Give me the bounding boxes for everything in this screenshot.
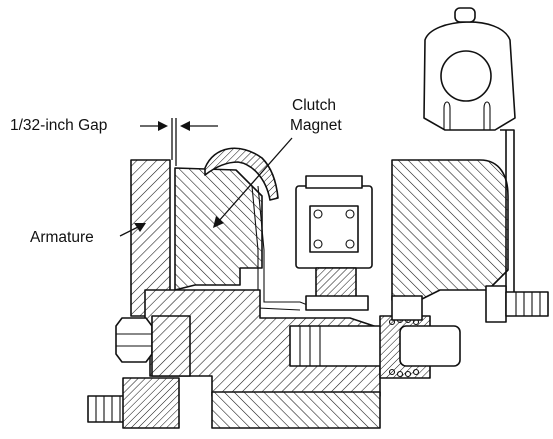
cap-tabs <box>443 101 491 130</box>
screw-icon <box>313 209 323 219</box>
shaft-sleeve <box>399 325 461 367</box>
right-bolt-shank <box>505 291 549 317</box>
center-shaft <box>289 325 383 367</box>
center-shaft-threads <box>299 326 321 366</box>
armature-label: Armature <box>30 229 94 246</box>
connector-plate <box>309 205 359 253</box>
coil-lead-wire-2 <box>251 185 301 311</box>
magnet-coil-cover <box>204 147 279 201</box>
cap-knob <box>454 7 476 23</box>
clutch-magnet-body <box>174 167 263 291</box>
gap-arrowhead-left <box>158 121 168 131</box>
clutch-magnet-arrowhead <box>213 216 224 228</box>
lower-left-bolt-head <box>122 377 180 429</box>
cap-window <box>440 50 492 102</box>
right-bolt-head <box>485 285 507 323</box>
left-nut <box>115 317 153 363</box>
connector-flange <box>305 295 369 311</box>
gap-arrowhead-right <box>180 121 190 131</box>
top-right-cap <box>423 21 516 131</box>
connector-box-top <box>305 175 363 189</box>
screw-icon <box>345 239 355 249</box>
gap-label: 1/32-inch Gap <box>10 117 107 134</box>
screw-icon <box>313 239 323 249</box>
connector-stem <box>315 267 357 299</box>
lower-left-bolt-threads <box>95 396 121 422</box>
clutch-magnet-leader <box>217 137 293 223</box>
clutch-magnet-label-line2: Magnet <box>290 117 342 134</box>
base-wedge <box>211 391 381 429</box>
armature-arrowhead <box>134 223 146 232</box>
clutch-magnet-label-line1: Clutch <box>292 97 336 114</box>
armature-leader <box>119 225 141 237</box>
right-housing-step <box>391 295 423 321</box>
left-washer <box>151 315 191 377</box>
screw-icon <box>345 209 355 219</box>
right-housing <box>391 159 509 301</box>
right-bolt-threads <box>515 292 541 316</box>
left-nut-lines <box>116 333 152 347</box>
